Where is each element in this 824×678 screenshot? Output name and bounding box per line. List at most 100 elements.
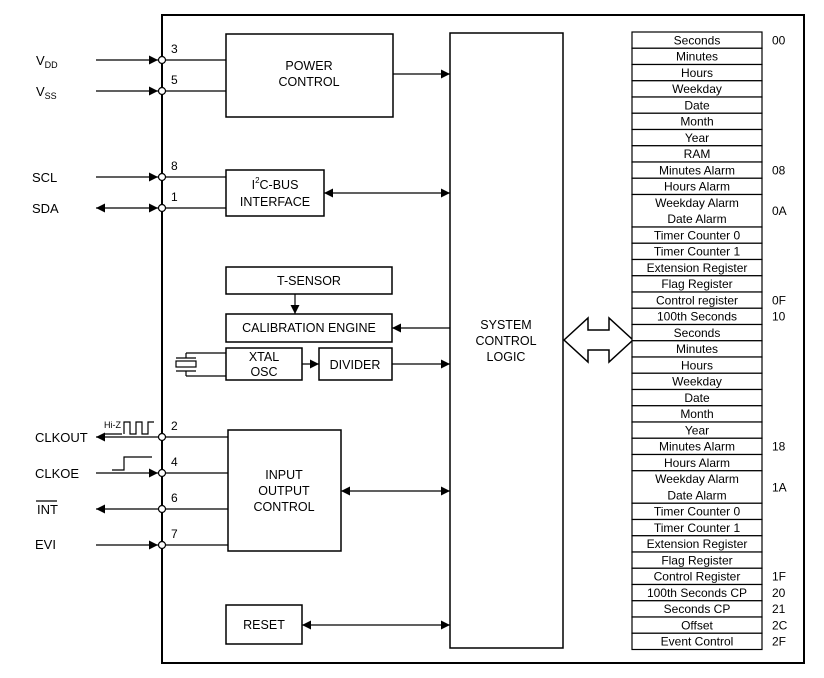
register-row: Year [631, 421, 763, 439]
register-row: Flag Register [631, 275, 763, 293]
register-row: Minutes [631, 47, 763, 66]
crystal-icon [175, 352, 226, 377]
int-label: INT [37, 502, 58, 517]
calibration-engine-block: CALIBRATION ENGINE [225, 313, 393, 343]
pin-int-circle [157, 504, 167, 514]
register-row: Extension Register [631, 535, 763, 553]
svg-text:DIVIDER: DIVIDER [330, 358, 381, 372]
register-label: Extension Register [647, 261, 748, 275]
register-label-line2: Date Alarm [667, 212, 726, 226]
register-label: Month [680, 407, 713, 421]
register-label: Seconds CP [664, 602, 731, 616]
pin-number-clkout: 2 [171, 419, 178, 433]
register-label: Timer Counter 1 [654, 521, 741, 535]
clkout-waveform-icon [104, 421, 154, 435]
register-row: Hours Alarm [631, 453, 763, 472]
register-label: Hours Alarm [664, 456, 730, 470]
register-label: Month [680, 115, 713, 129]
pin-number-int: 6 [171, 491, 178, 505]
register-label: Minutes Alarm [659, 163, 735, 177]
vss-label: VSS [36, 84, 57, 101]
xtal-osc-block: XTAL OSC [225, 347, 303, 381]
svg-text:CONTROL: CONTROL [278, 75, 339, 89]
pin-number-clkoe: 4 [171, 455, 178, 469]
chip-outline [161, 14, 805, 664]
register-row: Month [631, 112, 763, 131]
register-address: 08 [772, 163, 786, 177]
clkoe-step-icon [112, 456, 152, 471]
register-label: 100th Seconds CP [647, 586, 747, 600]
register-label: Hours [681, 66, 713, 80]
pin-clkoe-circle [157, 468, 167, 478]
logic-registers-bus-arrow [562, 316, 635, 364]
register-label: Weekday [672, 82, 722, 96]
register-row: Seconds CP 21 [631, 600, 786, 618]
register-row: Hours [631, 356, 763, 374]
svg-text:I2C-BUS: I2C-BUS [252, 176, 299, 192]
svg-text:OSC: OSC [250, 365, 277, 379]
svg-text:CONTROL: CONTROL [253, 500, 314, 514]
register-label: Flag Register [661, 553, 732, 567]
pin-clkout-circle [157, 432, 167, 442]
clkout-label: CLKOUT [35, 430, 88, 445]
register-row: Timer Counter 0 [631, 502, 763, 521]
pin-number-vss: 5 [171, 73, 178, 87]
register-address: 21 [772, 602, 786, 616]
register-label: Year [685, 131, 709, 145]
register-label: Timer Counter 0 [654, 505, 741, 519]
register-address: 00 [772, 33, 786, 47]
pin-scl-circle [157, 172, 167, 182]
register-row: Minutes Alarm 08 [631, 161, 786, 179]
register-row: Month [631, 405, 763, 423]
pin-number-vdd: 3 [171, 42, 178, 56]
evi-label: EVI [35, 537, 56, 552]
register-address: 20 [772, 586, 786, 600]
system-control-logic-block: SYSTEM CONTROL LOGIC [449, 32, 564, 649]
register-address: 0F [772, 293, 786, 307]
register-row: Extension Register [631, 258, 763, 277]
svg-text:SYSTEM: SYSTEM [480, 318, 531, 332]
register-label: Control Register [654, 570, 741, 584]
register-address: 1A [772, 480, 787, 494]
register-label: Control register [656, 293, 738, 307]
svg-text:XTAL: XTAL [249, 350, 279, 364]
clkoe-label: CLKOE [35, 466, 79, 481]
register-row: Flag Register [631, 551, 763, 569]
input-output-control-block: INPUT OUTPUT CONTROL [227, 429, 342, 552]
register-label: Seconds [674, 326, 721, 340]
register-row: Hours [631, 63, 763, 82]
sda-label: SDA [32, 201, 59, 216]
register-label: Flag Register [661, 277, 732, 291]
reset-block: RESET [225, 604, 303, 645]
register-address: 2F [772, 635, 786, 649]
register-label: Date [684, 98, 710, 112]
svg-text:LOGIC: LOGIC [487, 350, 526, 364]
register-row: Hours Alarm [631, 177, 763, 196]
register-label: Offset [681, 618, 713, 632]
register-row: Seconds [631, 323, 763, 342]
register-label: Weekday Alarm [655, 196, 739, 210]
register-label: Minutes [676, 342, 718, 356]
register-row: Timer Counter 1 [631, 518, 763, 537]
register-label: Weekday Alarm [655, 472, 739, 486]
pin-sda-circle [157, 203, 167, 213]
pin-evi-circle [157, 540, 167, 550]
register-row: Date [631, 96, 763, 114]
svg-text:CALIBRATION ENGINE: CALIBRATION ENGINE [242, 321, 376, 335]
scl-label: SCL [32, 170, 57, 185]
pin-vdd-circle [157, 55, 167, 65]
svg-text:POWER: POWER [285, 59, 332, 73]
register-label: Extension Register [647, 537, 748, 551]
register-row: 100th Seconds CP 20 [631, 583, 786, 602]
pin-number-scl: 8 [171, 159, 178, 173]
pin-vss-circle [157, 86, 167, 96]
vdd-label: VDD [36, 53, 58, 70]
register-label: RAM [684, 147, 711, 161]
